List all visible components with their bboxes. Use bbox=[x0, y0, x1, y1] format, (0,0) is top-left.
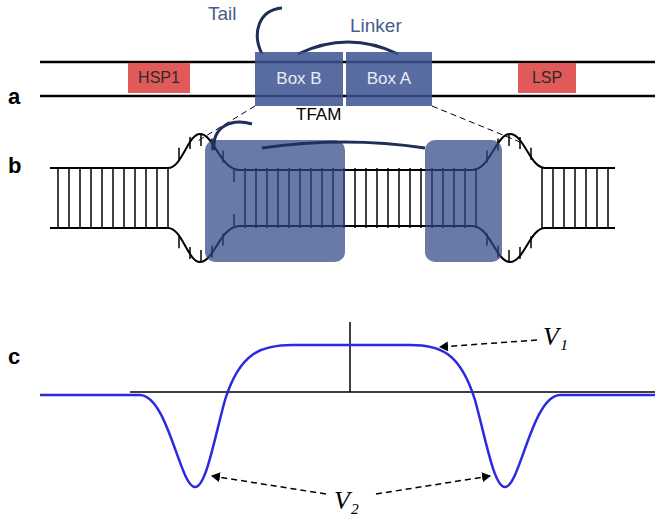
axis bbox=[130, 391, 655, 393]
potential-label: V₁ bbox=[543, 324, 568, 350]
node-label: Box A bbox=[367, 69, 411, 89]
panel-letter: a bbox=[8, 86, 20, 108]
part-name: Tail bbox=[208, 4, 237, 23]
part-name: Linker bbox=[350, 16, 402, 35]
hmg-box: Box A bbox=[346, 52, 432, 106]
node-label: LSP bbox=[532, 69, 562, 87]
tail-curve bbox=[257, 8, 282, 54]
node-label: Box B bbox=[276, 69, 321, 89]
promoter-box: HSP1 bbox=[128, 63, 190, 93]
zoom-line bbox=[432, 106, 520, 142]
hmg-box: Box B bbox=[255, 52, 343, 106]
base-pairs bbox=[58, 134, 608, 262]
part-name: TFAM bbox=[296, 106, 341, 123]
promoter-box: LSP bbox=[518, 63, 576, 93]
node-label: HSP1 bbox=[138, 69, 180, 87]
leader-arrow bbox=[212, 476, 326, 494]
axis bbox=[349, 322, 351, 392]
tail-curve bbox=[214, 122, 252, 150]
potential-label: V₂ bbox=[334, 488, 359, 514]
leader-arrow bbox=[440, 340, 537, 347]
protein-domain bbox=[205, 140, 345, 262]
linker-curve bbox=[262, 142, 425, 148]
protein-domain bbox=[425, 140, 502, 262]
potential-curve bbox=[40, 345, 655, 487]
leader-arrow bbox=[376, 476, 490, 494]
panel-letter: c bbox=[8, 346, 20, 368]
panel-letter: b bbox=[8, 155, 21, 177]
